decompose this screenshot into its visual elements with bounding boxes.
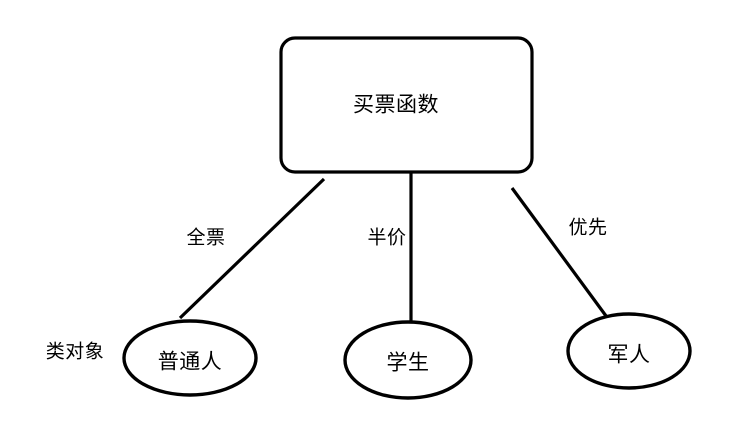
node-ordinary-person-shape[interactable] xyxy=(122,319,258,397)
edge-full-fare-line xyxy=(178,177,326,320)
node-soldier-shape[interactable] xyxy=(566,312,692,390)
node-buy-ticket-function-label: 买票函数 xyxy=(353,92,439,117)
node-student-shape[interactable] xyxy=(343,320,473,400)
node-buy-ticket-function-shape[interactable] xyxy=(279,36,534,174)
class-object-annotation: 类对象 xyxy=(45,340,105,363)
edge-priority-line xyxy=(510,187,611,321)
node-soldier-label: 军人 xyxy=(607,342,651,367)
node-ordinary-person-label: 普通人 xyxy=(157,349,223,374)
edge-full-fare-label: 全票 xyxy=(186,226,226,249)
node-student-label: 学生 xyxy=(386,350,430,375)
edge-priority-label: 优先 xyxy=(568,216,608,239)
edge-half-price-label: 半价 xyxy=(367,226,407,249)
